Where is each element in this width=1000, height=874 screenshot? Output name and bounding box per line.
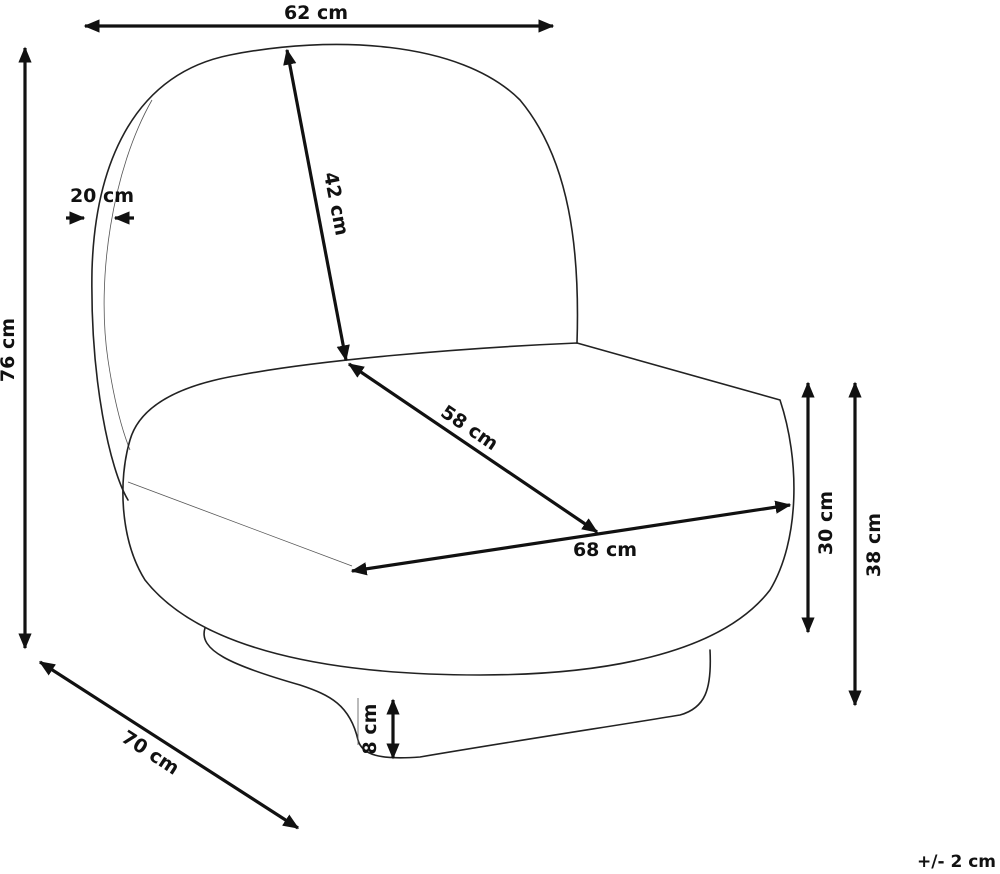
dim-line-total-depth <box>38 660 300 830</box>
label-back-thickness: 20 cm <box>70 185 134 207</box>
label-base-height: 8 cm <box>359 704 381 755</box>
dim-line-seat-depth <box>347 362 599 534</box>
label-backrest-height: 42 cm <box>319 170 353 237</box>
label-seat-width: 68 cm <box>573 539 637 561</box>
label-top-width: 62 cm <box>284 2 348 24</box>
seat-front-edge <box>127 481 353 567</box>
label-seat-height-inner: 30 cm <box>815 491 837 555</box>
label-seat-height: 38 cm <box>863 513 885 577</box>
dim-line-seat-width <box>350 500 792 576</box>
backrest-outline <box>91 43 579 501</box>
base-outline <box>203 627 712 759</box>
backrest-side-edge <box>103 99 153 451</box>
label-total-height: 76 cm <box>0 318 19 382</box>
chair-outline <box>91 43 795 759</box>
dim-line-backrest-height <box>283 48 350 362</box>
dimension-lines <box>18 19 862 830</box>
seat-cushion-outline <box>122 342 795 676</box>
label-tolerance: +/- 2 cm <box>917 852 996 872</box>
